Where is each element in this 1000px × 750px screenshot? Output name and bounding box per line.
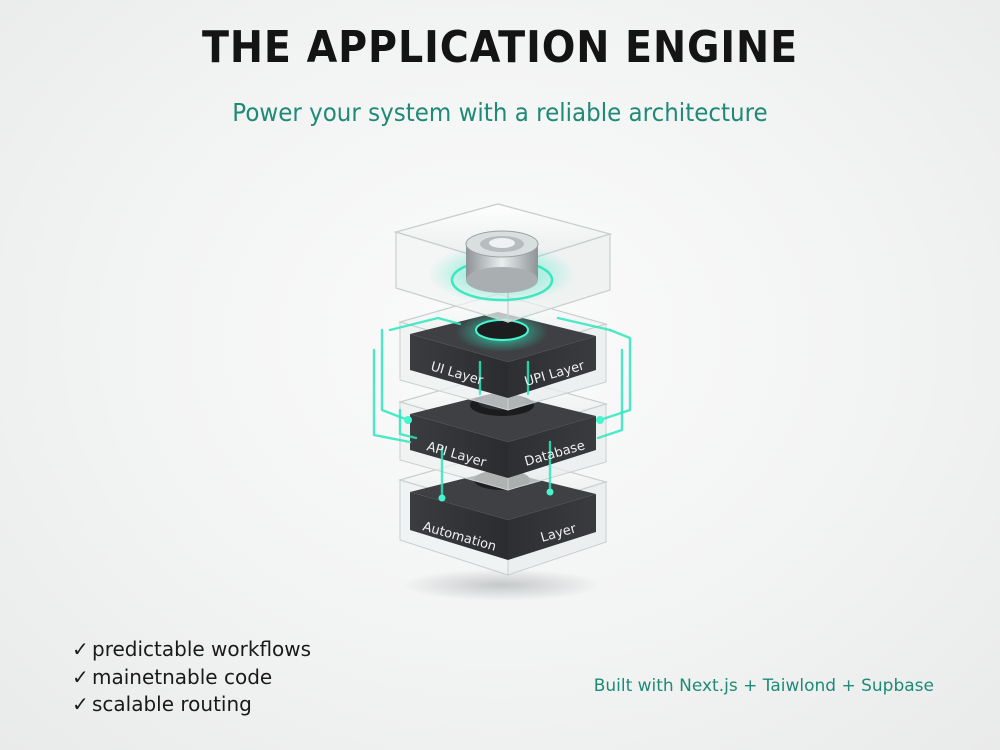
engine-stack-illustration: UI Layer UPI Layer API Layer Database Au… [330, 180, 670, 620]
check-icon: ✓ [72, 692, 89, 716]
built-with-note: Built with Next.js + Taiwlond + Supbase [593, 676, 934, 696]
feature-item: ✓mainetnable code [72, 664, 311, 692]
page-subtitle: Power your system with a reliable archit… [232, 98, 768, 127]
feature-item: ✓predictable workflows [72, 636, 311, 664]
check-icon: ✓ [72, 664, 89, 689]
feature-label: mainetnable code [92, 664, 273, 689]
circuit-nodes [404, 416, 604, 502]
floor-shadow [402, 569, 602, 601]
cap-module [393, 203, 613, 323]
feature-label: predictable workflows [92, 637, 312, 661]
circuit-traces [372, 316, 632, 500]
feature-list: ✓predictable workflows ✓mainetnable code… [72, 636, 311, 719]
check-icon: ✓ [72, 637, 89, 661]
feature-label: scalable routing [92, 692, 252, 716]
page-title: THE APPLICATION ENGINE [201, 22, 799, 73]
feature-item: ✓scalable routing [72, 691, 311, 719]
